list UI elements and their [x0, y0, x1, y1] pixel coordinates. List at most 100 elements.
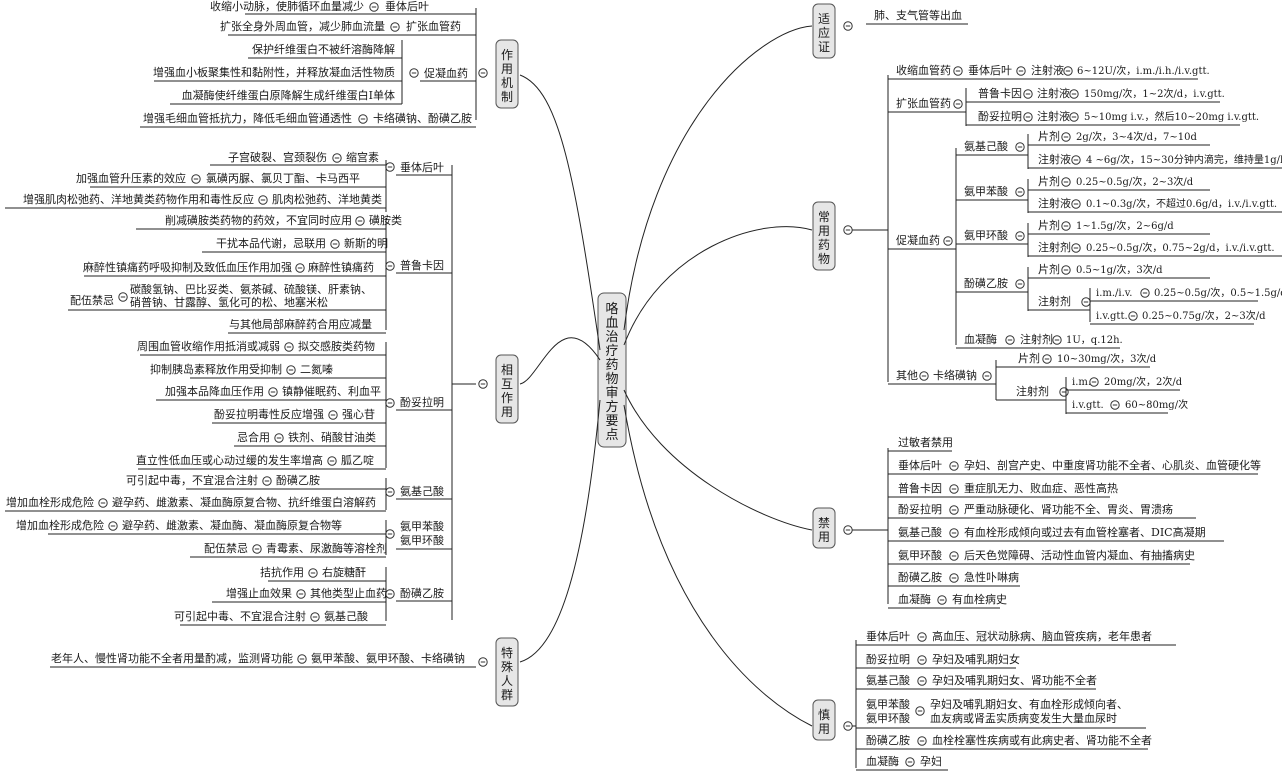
other-r2: i.v.gtt. [1072, 400, 1104, 411]
branch-caution-box [812, 699, 836, 741]
branch-caution-box-char: 慎 [818, 708, 830, 722]
eta-r1: i.m./i.v. [1096, 288, 1132, 299]
int-g3-row-2: 抑制胰岛素释放作用受抑制 [150, 362, 282, 376]
curve-to-contra [623, 389, 813, 531]
eta-inj: 注射剂 [1038, 294, 1071, 308]
contra-text-3: 重症肌无力、败血症、恶性高热 [964, 481, 1118, 495]
caution-drug-5: 血凝酶 [866, 754, 899, 768]
other-tabd: 10~30mg/次，3次/d [1057, 352, 1157, 365]
int-g2-incompat-1: 碳酸氢钠、巴比妥类、氨茶碱、硫酸镁、肝素钠、 [130, 282, 372, 296]
int-g3-lab-2: 二氮嗪 [300, 362, 333, 376]
dilat-f2: 注射液 [1037, 109, 1070, 123]
eta-r1d: 0.25~0.5g/次，0.5~1.5g/d [1154, 286, 1282, 299]
int-g5-label-2: 氨甲环酸 [400, 533, 444, 547]
int-g1-label: 垂体后叶 [400, 160, 444, 174]
curve-to-common [623, 226, 813, 346]
curve-to-indication [623, 25, 813, 331]
special-label: 氨甲苯酸、氨甲环酸、卡络磺钠 [311, 651, 465, 665]
common-coag-label: 促凝血药 [896, 233, 940, 247]
caution-drug-4: 酚磺乙胺 [866, 733, 910, 747]
mech-label-3: 促凝血药 [424, 66, 468, 80]
int-g2-lab-2: 新斯的明 [344, 236, 388, 250]
int-g2-row-4: 配伍禁忌 [70, 294, 114, 307]
central-topic-char: 药 [605, 358, 618, 373]
branch-common-box [812, 201, 836, 271]
branch-special-box-char: 群 [501, 688, 513, 702]
branch-indication-box-char: 适 [818, 12, 830, 26]
contra-drug-6: 氨甲环酸 [898, 548, 942, 562]
contra-drug-7: 酚磺乙胺 [898, 570, 942, 584]
dilat-s2: 5~10mg i.v.，然后10~20mg i.v.gtt. [1084, 110, 1259, 123]
dilat-d2: 酚妥拉明 [978, 109, 1022, 123]
coag-tab-1: 片剂 [1038, 129, 1060, 143]
coag-injd-3: 0.25~0.5g/次，0.75~2g/d，i.v./i.v.gtt. [1086, 241, 1275, 254]
int-g3-row-3: 加强本品降血压作用 [165, 384, 264, 398]
int-g1-row-3: 增强肌肉松弛药、洋地黄类药物作用和毒性反应 [23, 192, 254, 206]
int-g2-lab-1: 磺胺类 [369, 213, 402, 227]
branch-indication-box-char: 应 [818, 25, 830, 40]
hc-injd: 1U，q.12h. [1066, 335, 1123, 346]
int-g4-row-2: 增加血栓形成危险 [6, 495, 94, 509]
other-r1d: 20mg/次，2次/d [1104, 375, 1183, 388]
common-vaso-dose: 6~12U/次，i.m./i.h./i.v.gtt. [1077, 64, 1210, 77]
hc-inj: 注射剂 [1020, 332, 1053, 346]
int-g5-row-2: 配伍禁忌 [204, 542, 248, 555]
int-g2-incompat-2: 硝普钠、甘露醇、氢化可的松、地塞米松 [130, 295, 328, 309]
int-g6-row-2: 增强止血效果 [226, 586, 292, 600]
coag-drug-1: 氨基己酸 [964, 139, 1008, 153]
central-topic-char: 血 [605, 316, 618, 331]
curve-to-special [519, 399, 601, 663]
coag-tab-4: 片剂 [1038, 262, 1060, 276]
int-g3-lab-3: 镇静催眠药、利血平 [282, 384, 381, 398]
caution-drug-3: 氨基己酸 [866, 673, 910, 687]
branch-contra-box [812, 507, 836, 549]
mech-label-1: 垂体后叶 [385, 0, 429, 13]
int-g2-row-3: 麻醉性镇痛药呼吸抑制及致低血压作用加强 [83, 260, 292, 274]
branch-indication-box-char: 证 [818, 40, 830, 54]
int-g6-lab-1: 右旋糖酐 [322, 565, 366, 579]
branch-special-box-char: 特 [501, 645, 513, 660]
other-r2d: 60~80mg/次 [1125, 398, 1188, 411]
central-topic-char: 要 [605, 414, 618, 429]
int-g6-row-1: 拮抗作用 [260, 565, 304, 579]
contra-drug-4: 酚妥拉明 [898, 502, 942, 516]
contra-drug-8: 血凝酶 [898, 592, 931, 606]
other-drug: 卡络磺钠 [933, 368, 977, 382]
mech-row-4: 增强血小板聚集性和黏附性，并释放凝血活性物质 [153, 65, 395, 79]
caution-text-1: 高血压、冠状动脉病、脑血管疾病，老年患者 [932, 629, 1152, 643]
int-g3-label: 酚妥拉明 [400, 395, 444, 409]
branch-caution-box-char: 用 [818, 722, 830, 736]
int-g1-lab-2: 氯磺丙脲、氯贝丁酯、卡马西平 [206, 171, 360, 185]
central-topic-char: 点 [605, 428, 618, 443]
branch-indication-box [812, 3, 836, 59]
mech-label-4: 卡络磺钠、酚磺乙胺 [373, 111, 472, 125]
int-g5-row-1: 增加血栓形成危险 [16, 518, 104, 532]
contra-drug-1: 过敏者禁用 [898, 435, 953, 449]
indication-row: 肺、支气管等出血 [874, 8, 962, 22]
caution-multi-d1: 氨甲苯酸 [866, 697, 910, 711]
coag-tab-2: 片剂 [1038, 174, 1060, 188]
mech-row-2: 扩张全身外周血管，减少肺血流量 [220, 19, 385, 33]
branch-interaction-box-char: 用 [501, 405, 513, 419]
contra-text-4: 严重动脉硬化、肾功能不全、胃炎、胃溃疡 [964, 502, 1173, 516]
contra-drug-2: 垂体后叶 [898, 458, 942, 472]
int-g2-lab-3: 麻醉性镇痛药 [308, 260, 374, 274]
int-g6-row-3: 可引起中毒、不宜混合注射 [174, 609, 306, 623]
coag-drug-5: 血凝酶 [964, 332, 997, 346]
int-g4-label: 氨基己酸 [400, 484, 444, 498]
other-r1: i.m. [1072, 377, 1091, 388]
branch-interaction-box-char: 相 [501, 363, 513, 377]
branch-mechanism-box-char: 制 [501, 90, 513, 104]
other-tab: 片剂 [1018, 351, 1040, 365]
int-g1-lab-1: 缩宫素 [346, 150, 379, 164]
int-g4-lab-2: 避孕药、雌激素、凝血酶原复合物、抗纤维蛋白溶解药 [112, 495, 376, 509]
contra-drug-5: 氨基己酸 [898, 525, 942, 539]
coag-injd-1: 4 ~6g/次，15~30分钟内滴完，维持量1g/h [1086, 153, 1282, 166]
special-row: 老年人、慢性肾功能不全者用量酌减，监测肾功能 [51, 651, 293, 665]
int-g3-row-4: 酚妥拉明毒性反应增强 [214, 407, 324, 421]
int-g6-lab-3: 氨基己酸 [324, 609, 368, 623]
caution-multi-l2: 血友病或肾盂实质病变发生大量血尿时 [930, 711, 1117, 725]
other-inj: 注射剂 [1016, 384, 1049, 398]
caution-multi-l1: 孕妇及哺乳期妇女、有血栓形成倾向者、 [930, 697, 1128, 711]
